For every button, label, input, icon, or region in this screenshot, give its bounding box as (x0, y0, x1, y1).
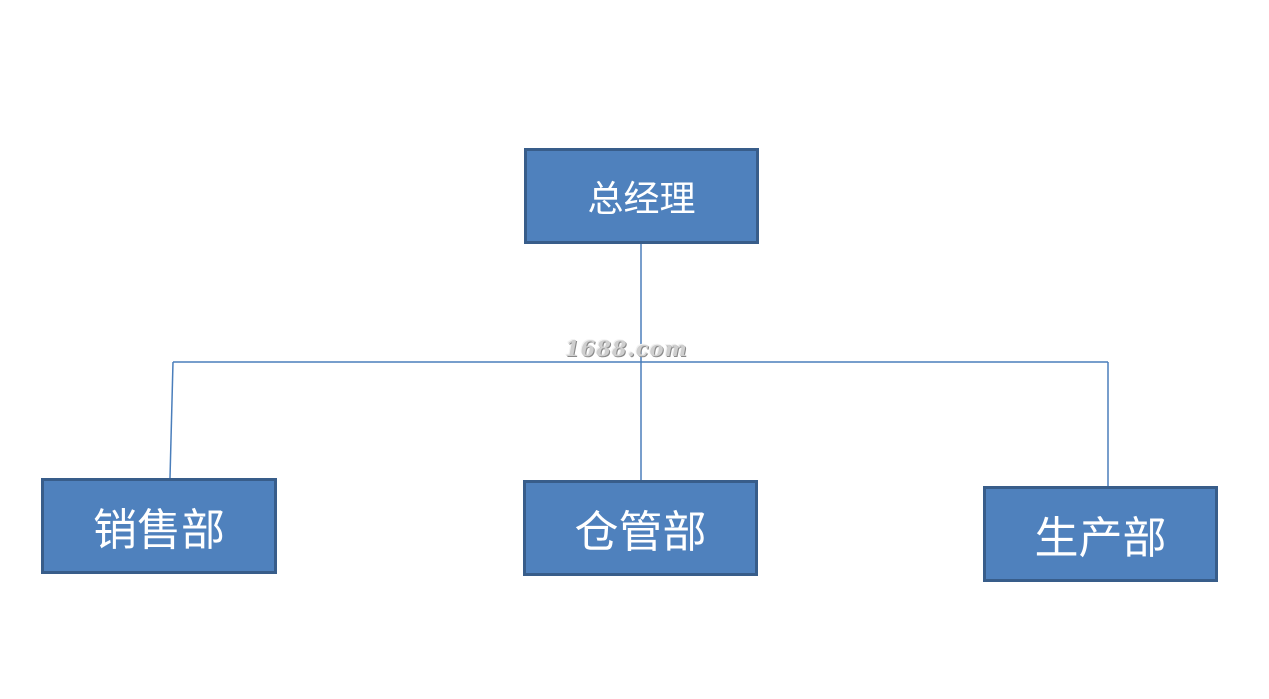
node-warehouse-department: 仓管部 (523, 480, 758, 576)
node-production-department-label: 生产部 (1034, 513, 1167, 564)
node-sales-department-label: 销售部 (93, 505, 225, 556)
watermark-text: 1688.com (565, 336, 688, 361)
node-warehouse-department-label: 仓管部 (574, 507, 707, 558)
node-sales-department: 销售部 (41, 478, 277, 574)
node-general-manager-label: 总经理 (587, 179, 696, 220)
connector-sales-drop (169, 361, 174, 479)
node-production-department: 生产部 (983, 486, 1218, 582)
node-general-manager: 总经理 (524, 148, 759, 244)
